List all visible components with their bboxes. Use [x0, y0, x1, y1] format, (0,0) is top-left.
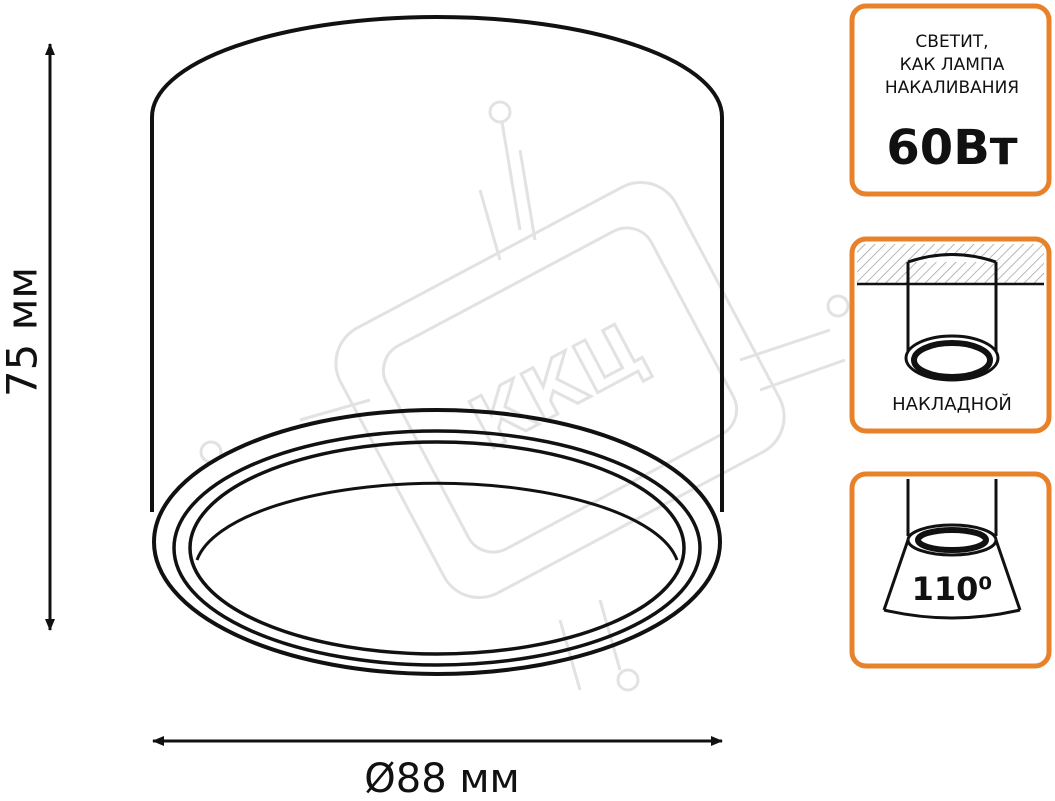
badge-brightness-value: 60Вт: [886, 120, 1017, 176]
badge-mount: НАКЛАДНОЙ: [849, 236, 1052, 434]
badge-brightness-line1: СВЕТИТ,: [915, 32, 988, 52]
luminaire-ring-outer: [172, 429, 702, 667]
badge-brightness-line2: КАК ЛАМПА: [900, 55, 1005, 75]
luminaire-body: [150, 15, 724, 512]
badge-mount-label: НАКЛАДНОЙ: [892, 393, 1012, 415]
luminaire-drawing: [150, 15, 724, 676]
diameter-dimension: Ø88 мм: [152, 736, 723, 801]
diameter-label: Ø88 мм: [364, 756, 519, 801]
badge-brightness: СВЕТИТ, КАК ЛАМПА НАКАЛИВАНИЯ 60Вт: [849, 3, 1052, 197]
height-label: 75 мм: [0, 267, 47, 397]
badge-brightness-line3: НАКАЛИВАНИЯ: [885, 78, 1019, 98]
luminaire-ring-inner: [188, 440, 686, 656]
watermark-text: ККЦ: [456, 305, 658, 466]
watermark: ККЦ: [199, 100, 850, 692]
badge-beam: 110⁰: [849, 471, 1052, 669]
badge-beam-angle: 110⁰: [912, 570, 993, 608]
badge-beam-frame: [849, 471, 1052, 669]
luminaire-outer-rim: [152, 408, 722, 676]
height-dimension: 75 мм: [0, 43, 55, 631]
beam-angle-icon: [882, 479, 1022, 620]
surface-mount-icon: [857, 244, 1044, 382]
luminaire-opening-depth: [195, 481, 679, 561]
badge-brightness-frame: [849, 3, 1052, 197]
